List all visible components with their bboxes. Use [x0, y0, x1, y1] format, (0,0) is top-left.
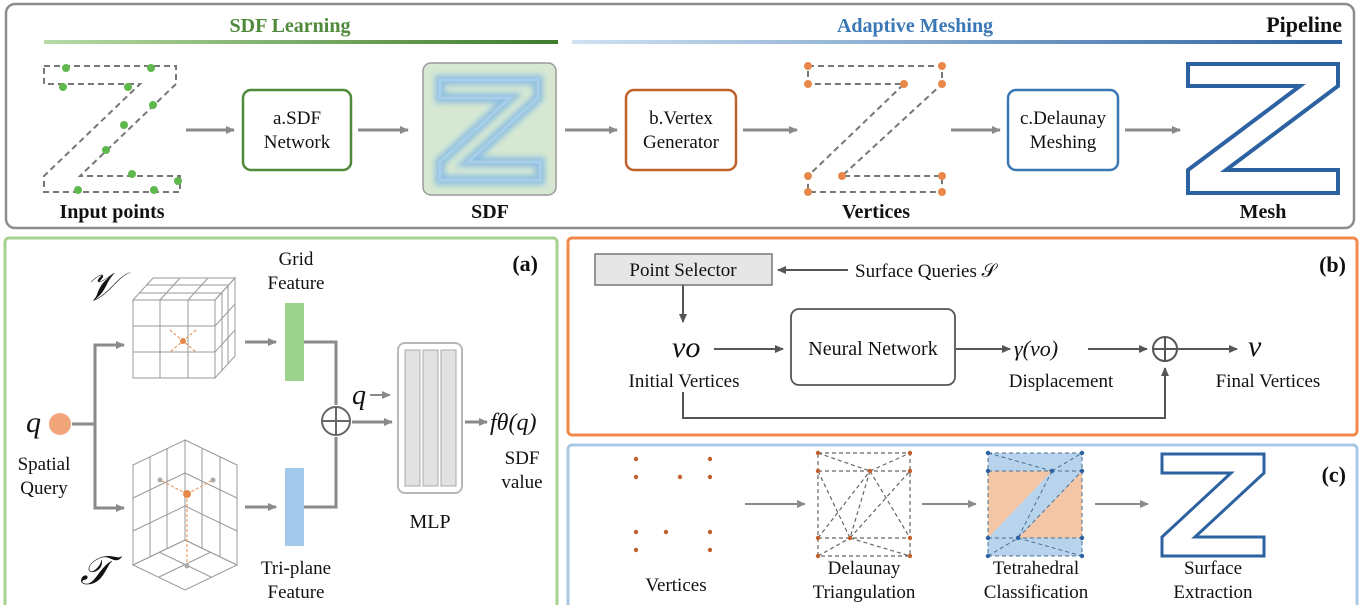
- vertex-point: [938, 62, 946, 70]
- panel-a-tag: (a): [512, 251, 538, 276]
- stage-input-points: Input points: [59, 201, 164, 223]
- displacement-label: Displacement: [1009, 371, 1114, 392]
- vertex-point: [938, 80, 946, 88]
- adaptive-meshing-bar: [572, 40, 1342, 44]
- point-selector-label: Point Selector: [629, 260, 737, 281]
- panel-b: (b) Point Selector Surface Queries 𝒮 vo …: [566, 236, 1359, 437]
- box-delaunay-meshing: [1006, 88, 1120, 172]
- panel-b-tag: (b): [1319, 252, 1346, 277]
- vertex-point: [804, 172, 812, 180]
- mlp-label: MLP: [409, 511, 450, 533]
- surface-queries-label: Surface Queries 𝒮: [855, 261, 999, 282]
- vertices-z: [804, 62, 946, 196]
- grid-feature-line2: Feature: [268, 273, 325, 294]
- mlp-block: [397, 342, 463, 494]
- box-a-line1: a.SDF: [273, 108, 321, 129]
- input-point: [147, 64, 155, 72]
- pipeline-title: Pipeline: [1266, 12, 1342, 37]
- vertex-point: [804, 188, 812, 196]
- mesh-z: [1186, 62, 1340, 195]
- tetra-line1: Tetrahedral: [993, 558, 1079, 579]
- initial-vertices-label: Initial Vertices: [629, 371, 740, 392]
- box-b-line1: b.Vertex: [649, 108, 713, 129]
- box-a-line2: Network: [264, 132, 331, 153]
- panel-a: (a) 𝒱 𝒯: [3, 236, 559, 605]
- tetrahedral-classification-icon: [985, 450, 1085, 559]
- vertex-point: [938, 172, 946, 180]
- gamma-symbol: γ(vo): [1014, 336, 1058, 361]
- delaunay-triangulation-icon: [817, 452, 911, 557]
- box-sdf-network: [241, 88, 353, 172]
- box-vertex-generator: [624, 88, 738, 172]
- triplane-icon: [131, 439, 239, 591]
- neural-network-box: [790, 308, 956, 386]
- delaunay-line2: Triangulation: [813, 582, 916, 603]
- input-points-z: [43, 64, 182, 194]
- vertex-point: [804, 80, 812, 88]
- input-point: [74, 186, 82, 194]
- delaunay-line1: Delaunay: [828, 558, 901, 579]
- stage-sdf: SDF: [471, 201, 509, 223]
- v-symbol: v: [1248, 330, 1262, 363]
- q-input-label: q: [352, 380, 366, 411]
- box-b-line2: Generator: [643, 132, 720, 153]
- grid-feature-bar: [285, 303, 304, 381]
- sdf-value-line2: value: [501, 472, 542, 493]
- vertices-label: Vertices: [645, 575, 706, 596]
- panel-c: (c) Vertices: [566, 443, 1359, 605]
- neural-network-label: Neural Network: [808, 338, 937, 360]
- final-vertices-label: Final Vertices: [1216, 371, 1321, 392]
- input-point: [124, 83, 132, 91]
- triplane-feature-bar: [285, 468, 304, 546]
- query-q: q: [26, 406, 41, 439]
- input-point: [128, 170, 136, 178]
- vo-symbol: vo: [672, 331, 700, 364]
- vertex-point: [838, 172, 846, 180]
- point-selector-box: [594, 253, 773, 286]
- vertex-point: [900, 80, 908, 88]
- tetra-line2: Classification: [984, 582, 1089, 603]
- symbol-V: 𝒱: [85, 264, 131, 309]
- grid-feature-line1: Grid: [279, 249, 314, 270]
- input-point: [174, 177, 182, 185]
- box-c-line2: Meshing: [1030, 132, 1097, 153]
- f-theta-output: fθ(q): [490, 410, 536, 436]
- sdf-learning-bar: [44, 40, 558, 44]
- stage-vertices: Vertices: [842, 201, 910, 223]
- spatial-query-line1: Spatial: [18, 454, 71, 475]
- input-point: [150, 186, 158, 194]
- surface-z-icon: [1160, 452, 1266, 558]
- query-point: [49, 413, 71, 435]
- adaptive-meshing-label: Adaptive Meshing: [837, 15, 993, 37]
- triplane-feature-line1: Tri-plane: [261, 558, 331, 579]
- triplane-feature-line2: Feature: [268, 582, 325, 603]
- vertex-point: [938, 188, 946, 196]
- surface-line2: Extraction: [1173, 582, 1253, 603]
- symbol-T: 𝒯: [80, 548, 123, 593]
- panel-c-tag: (c): [1322, 462, 1346, 487]
- input-point: [102, 146, 110, 154]
- pipeline-panel: Pipeline SDF Learning Adaptive Meshing I…: [4, 2, 1356, 230]
- panel-c-vertex-dots: [633, 456, 713, 553]
- sdf-image: [422, 62, 557, 196]
- vertex-point: [804, 62, 812, 70]
- input-point: [62, 64, 70, 72]
- box-c-line1: c.Delaunay: [1020, 108, 1106, 129]
- sdf-learning-label: SDF Learning: [230, 15, 351, 37]
- grid-cube-icon: [131, 276, 237, 380]
- input-point: [120, 121, 128, 129]
- sdf-value-line1: SDF: [505, 448, 540, 469]
- input-point: [59, 83, 67, 91]
- surface-line1: Surface: [1184, 558, 1242, 579]
- spatial-query-line2: Query: [20, 478, 68, 499]
- input-point: [149, 101, 157, 109]
- stage-mesh: Mesh: [1240, 201, 1287, 223]
